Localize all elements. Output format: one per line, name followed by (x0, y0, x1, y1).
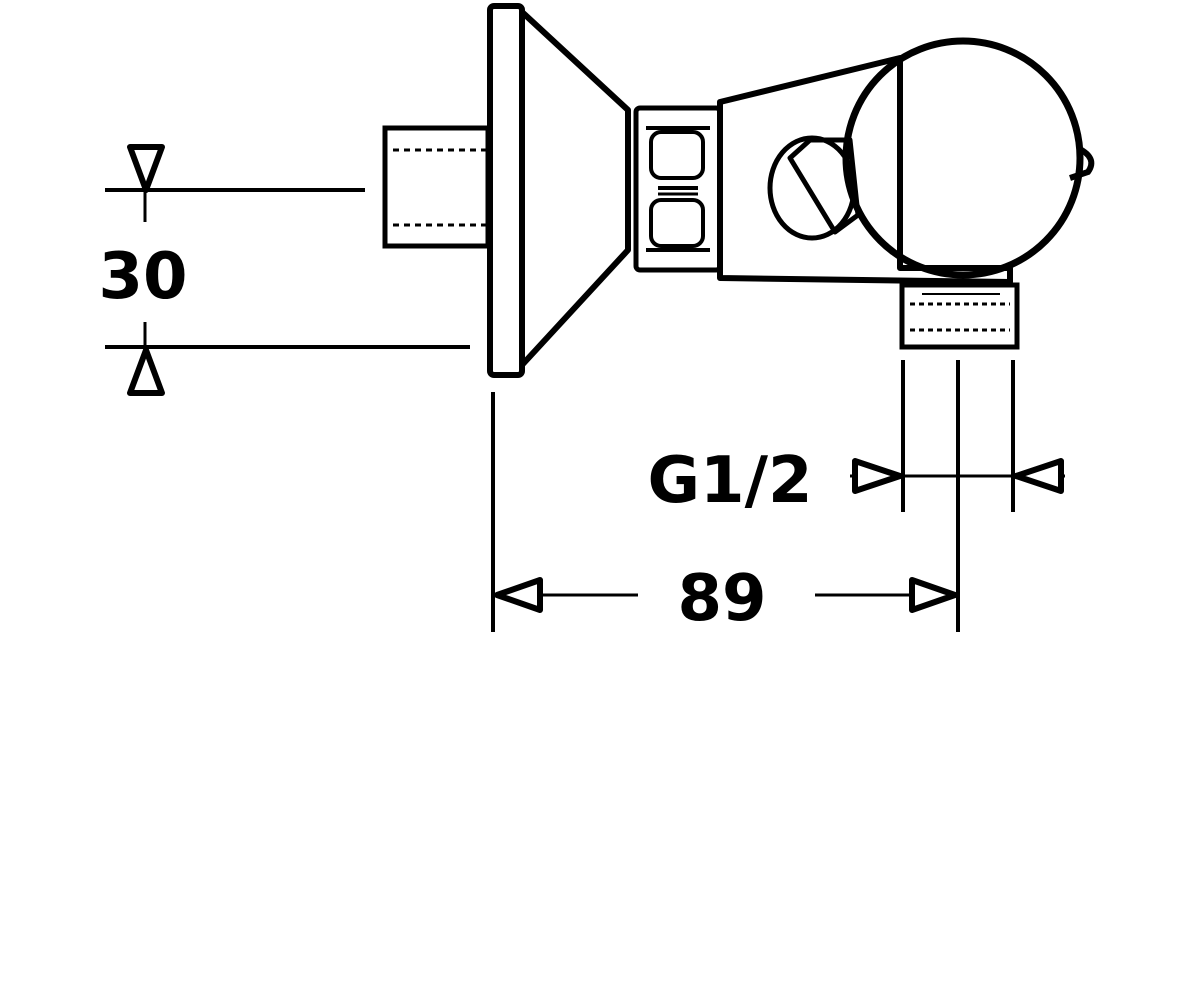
inlet-threaded-pipe (382, 125, 491, 249)
height-dimension: 30 (98, 144, 470, 396)
lever-handle (767, 135, 861, 241)
thread-arrow-right (1013, 458, 1064, 494)
width-arrow-left (494, 577, 543, 613)
hex-nut (633, 105, 723, 273)
thread-arrow-left (852, 458, 903, 494)
height-dimension-label: 30 (98, 240, 187, 314)
width-dimension: 89 (491, 392, 958, 636)
width-arrow-right (909, 577, 958, 613)
outlet-threaded-connector (899, 282, 1020, 350)
width-dimension-label: 89 (677, 562, 766, 636)
control-knob (842, 37, 1095, 279)
thread-dimension: G1/2 (648, 360, 1065, 632)
thread-dimension-label: G1/2 (648, 444, 813, 518)
height-arrow-top (127, 144, 165, 193)
wall-rosette (487, 3, 631, 378)
height-arrow-bottom (127, 347, 165, 396)
